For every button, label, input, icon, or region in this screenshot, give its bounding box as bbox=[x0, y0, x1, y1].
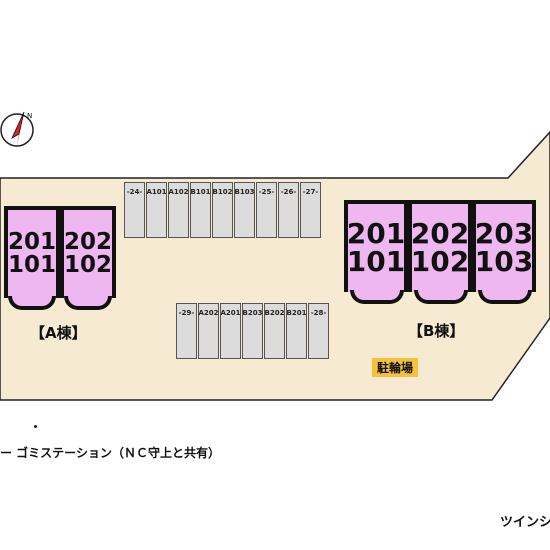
bike-parking-label: 駐輪場 bbox=[372, 358, 419, 377]
compass-north-icon: N bbox=[0, 111, 34, 150]
parking-space: -27- bbox=[300, 182, 321, 238]
parking-space: -26- bbox=[278, 182, 299, 238]
parking-space: -25- bbox=[256, 182, 277, 238]
unit-foot bbox=[478, 290, 532, 304]
parking-space: B201 bbox=[286, 303, 307, 359]
parking-space: B101 bbox=[190, 182, 211, 238]
building-b-unit-3: 203 103 bbox=[472, 200, 536, 292]
unit-foot bbox=[350, 290, 404, 304]
building-b-label: 【B棟】 bbox=[408, 322, 465, 340]
unit-number-lower: 101 bbox=[8, 252, 57, 278]
parking-space: A201 bbox=[220, 303, 241, 359]
corner-text: ツインシ bbox=[500, 515, 550, 530]
parking-space: -24- bbox=[124, 182, 145, 238]
unit-foot bbox=[414, 290, 468, 304]
unit-foot bbox=[8, 296, 56, 310]
unit-number-upper: 202 bbox=[410, 217, 470, 250]
unit-number-lower: 102 bbox=[64, 252, 113, 278]
parking-space: A202 bbox=[198, 303, 219, 359]
building-b-unit-1: 201 101 bbox=[344, 200, 408, 292]
parking-space: -28- bbox=[308, 303, 329, 359]
compass: N bbox=[0, 104, 40, 158]
garbage-station-note: ー ゴミステーション（ＮＣ守上と共有） bbox=[0, 446, 220, 460]
parking-space: B102 bbox=[212, 182, 233, 238]
unit-number-lower: 101 bbox=[346, 245, 406, 278]
building-a-unit-2: 202 102 bbox=[60, 206, 116, 298]
unit-number-upper: 202 bbox=[64, 229, 113, 255]
building-b-unit-2: 202 102 bbox=[408, 200, 472, 292]
unit-number-upper: 203 bbox=[474, 217, 534, 250]
parking-space: A102 bbox=[168, 182, 189, 238]
building-a-unit-1: 201 101 bbox=[4, 206, 60, 298]
parking-space: A101 bbox=[146, 182, 167, 238]
unit-number-upper: 201 bbox=[346, 217, 406, 250]
parking-space: B103 bbox=[234, 182, 255, 238]
building-a-label: 【A棟】 bbox=[30, 324, 87, 342]
unit-foot bbox=[64, 296, 112, 310]
parking-space: B202 bbox=[264, 303, 285, 359]
parking-space: B203 bbox=[242, 303, 263, 359]
compass-label: N bbox=[27, 112, 32, 120]
unit-number-lower: 102 bbox=[410, 245, 470, 278]
unit-number-lower: 103 bbox=[474, 245, 534, 278]
unit-number-upper: 201 bbox=[8, 229, 57, 255]
parking-space: -29- bbox=[176, 303, 197, 359]
marker-dot bbox=[34, 425, 37, 428]
